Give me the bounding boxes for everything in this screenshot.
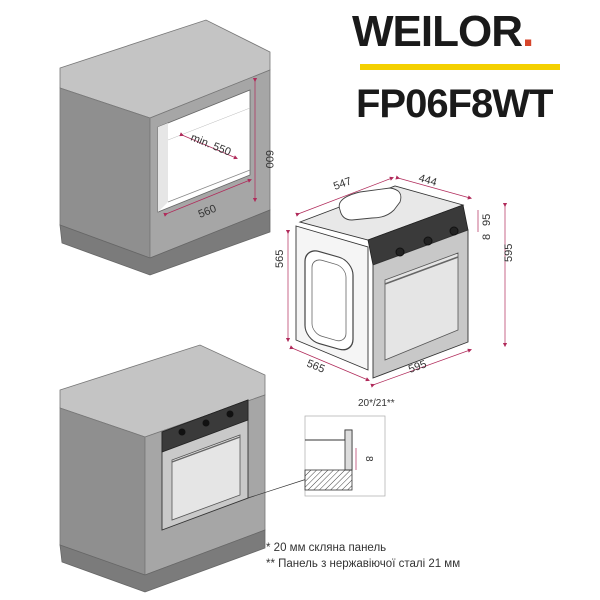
- model-number: FP06F8WT: [356, 82, 553, 126]
- niche-height-label: 600: [263, 150, 275, 168]
- brand-dot: .: [521, 7, 534, 56]
- mounting-detail: 8: [304, 415, 386, 497]
- oven-panel-gap-label: 8: [481, 234, 493, 240]
- footnote-glass: * 20 мм скляна панель: [266, 542, 387, 554]
- oven-side-height-label: 565: [274, 250, 286, 268]
- oven-top-width-label: 444: [417, 172, 438, 189]
- oven-side-depth-label: 565: [305, 358, 327, 376]
- oven-panel-thickness-label: 20*/21**: [358, 398, 395, 409]
- oven-panel-height-label: 95: [481, 214, 493, 226]
- oven-drawing: 547 444 95 8 595 565 565 595 20*/21**: [274, 172, 515, 409]
- oven-front-width-label: 595: [407, 358, 428, 376]
- cabinet-niche: min. 550 600 560: [59, 19, 275, 276]
- footnotes: * 20 мм скляна панель ** Панель з нержав…: [266, 540, 460, 572]
- brand-logo: WEILOR.: [352, 6, 570, 76]
- detail-gap-label: 8: [363, 456, 374, 462]
- footnote-steel: ** Панель з нержавіючої сталі 21 мм: [266, 558, 461, 570]
- brand-accent-bar: [360, 64, 560, 70]
- cabinet-installed: [59, 344, 311, 593]
- oven-top-depth-label: 547: [332, 175, 353, 193]
- brand-name: WEILOR.: [352, 7, 534, 56]
- oven-full-height-label: 595: [503, 244, 515, 262]
